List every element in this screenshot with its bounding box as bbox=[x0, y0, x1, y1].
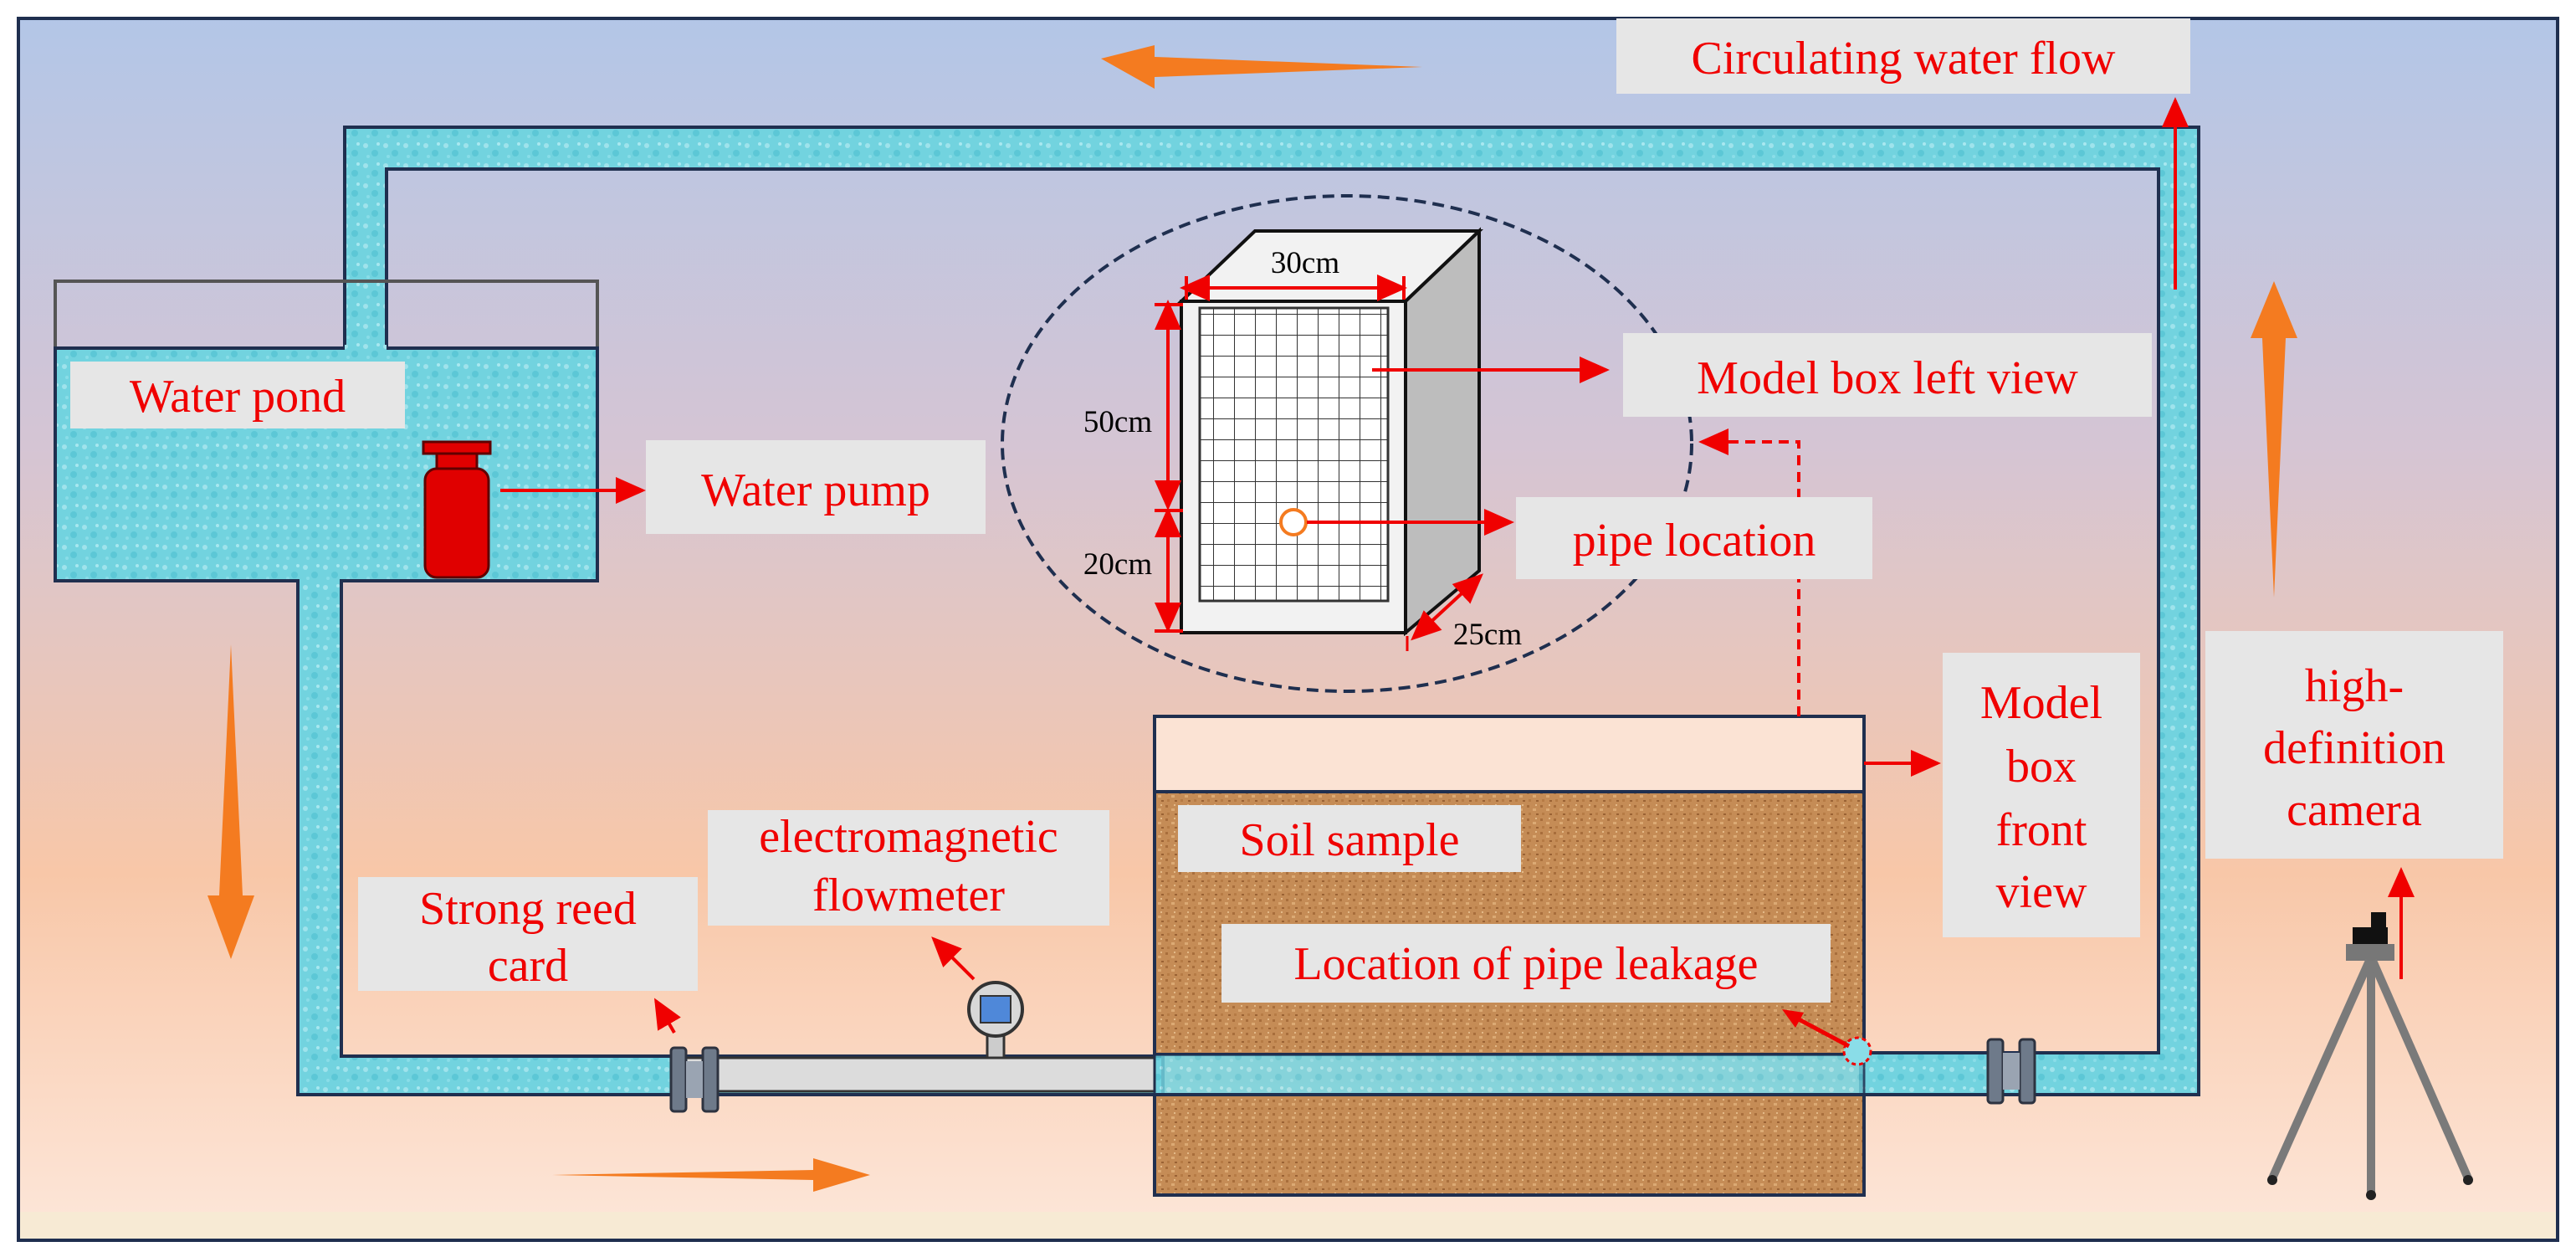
dim-50cm-label: 50cm bbox=[1083, 405, 1152, 439]
flowmeter-label-1: electromagnetic bbox=[759, 811, 1058, 863]
reed-card-arrow bbox=[653, 998, 681, 1034]
camera-tripod-icon bbox=[2267, 912, 2473, 1200]
flow-arrow-top bbox=[1101, 45, 1422, 89]
front-view-label-4: view bbox=[1996, 866, 2087, 918]
leakage-arrow bbox=[1797, 1017, 1851, 1049]
dim-20cm-label: 20cm bbox=[1083, 547, 1152, 582]
front-view-label-2: box bbox=[2006, 741, 2077, 793]
camera-label-1: high- bbox=[2305, 660, 2404, 712]
flowmeter-icon bbox=[967, 981, 1024, 1059]
leakage-label-box bbox=[1221, 924, 1831, 1003]
flow-arrow-right bbox=[2251, 281, 2297, 598]
reed-card-label-box bbox=[358, 877, 698, 991]
water-pump-label: Water pump bbox=[701, 464, 930, 516]
flowmeter-label-box bbox=[708, 810, 1109, 926]
pipe-location-label: pipe location bbox=[1573, 515, 1816, 567]
camera-label-2: definition bbox=[2263, 722, 2445, 774]
outlet-flange bbox=[1986, 1038, 2036, 1105]
leakage-label: Location of pipe leakage bbox=[1293, 938, 1758, 990]
flowmeter-arrow bbox=[931, 936, 976, 981]
circulating-flow-label-box bbox=[1616, 18, 2190, 94]
ground-strip bbox=[20, 1212, 2556, 1239]
camera-label-3: camera bbox=[2287, 784, 2422, 836]
front-view-label-box bbox=[1943, 653, 2140, 937]
left-view-label: Model box left view bbox=[1697, 352, 2078, 404]
circulating-flow-label: Circulating water flow bbox=[1692, 33, 2117, 85]
flowmeter-label-2: flowmeter bbox=[812, 870, 1005, 921]
flow-arrow-bottom bbox=[552, 1158, 870, 1192]
front-view-label-1: Model bbox=[1980, 677, 2102, 729]
camera-label-box bbox=[2205, 631, 2503, 859]
water-pond-label-box bbox=[70, 362, 405, 428]
test-pipe bbox=[684, 1056, 1156, 1093]
dim-30cm-label: 30cm bbox=[1271, 246, 1339, 280]
reed-card-label-1: Strong reed bbox=[419, 883, 637, 935]
reed-card-label-2: card bbox=[488, 940, 568, 992]
view-link-dashed bbox=[1698, 428, 1800, 716]
dim-25cm-line bbox=[1411, 573, 1483, 641]
leakage-point-icon bbox=[1842, 1036, 1872, 1066]
water-pond-label: Water pond bbox=[130, 371, 346, 423]
water-pump-label-box bbox=[646, 440, 986, 534]
dim-25cm-label: 25cm bbox=[1453, 618, 1522, 652]
left-view-inset bbox=[1001, 194, 1693, 693]
pipe-location-label-box bbox=[1516, 497, 1872, 579]
model-box-3d bbox=[1177, 227, 1483, 637]
flow-arrow-left bbox=[207, 644, 254, 959]
front-view-label-3: front bbox=[1996, 804, 2087, 856]
soil-sample-label-box bbox=[1178, 805, 1521, 872]
pipe-position-marker bbox=[1279, 508, 1308, 536]
strong-reed-card-flange bbox=[669, 1046, 720, 1113]
model-box-grid bbox=[1198, 306, 1390, 603]
left-view-label-box bbox=[1623, 333, 2152, 417]
soil-sample-label: Soil sample bbox=[1240, 814, 1460, 866]
water-pump-icon bbox=[422, 440, 492, 579]
